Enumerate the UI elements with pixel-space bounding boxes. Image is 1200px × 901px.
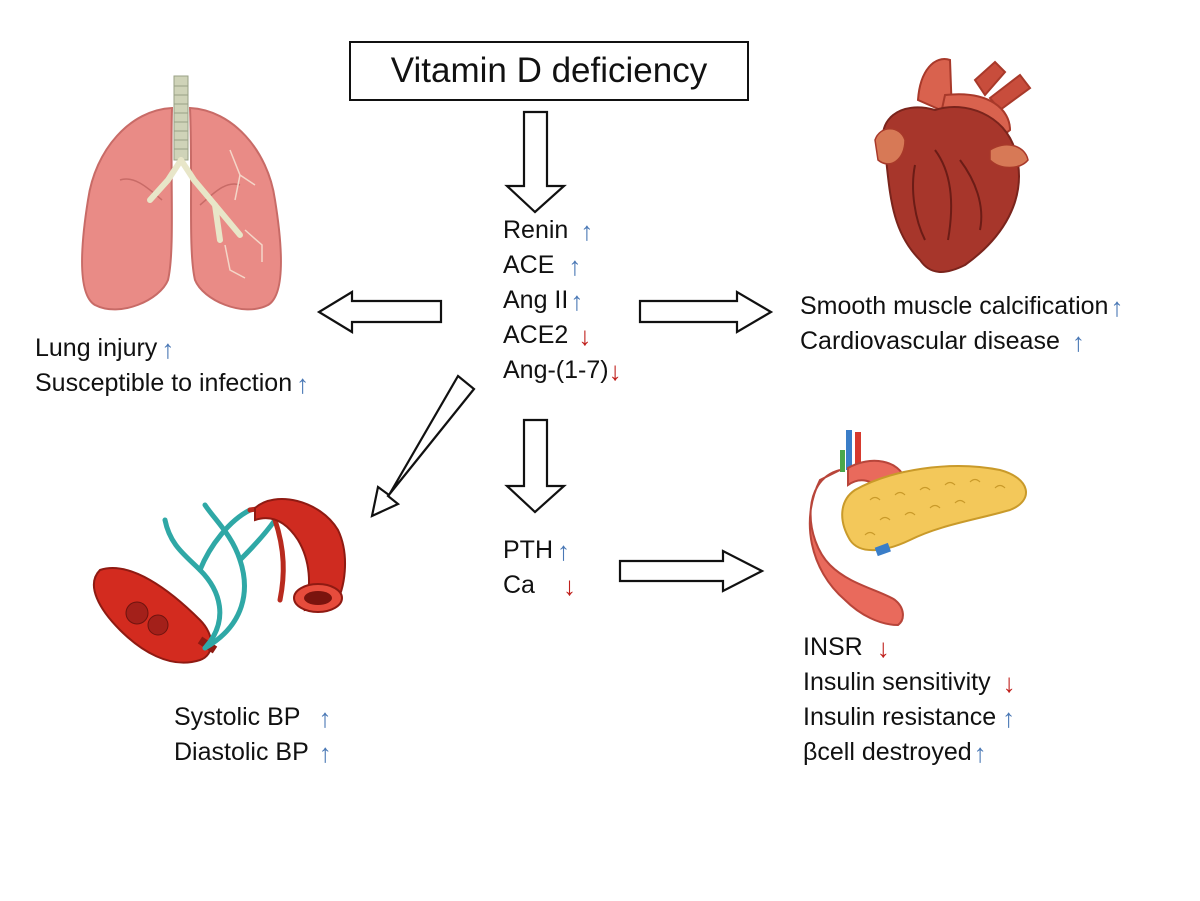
raas-item-renin: Renin↑ bbox=[503, 215, 594, 246]
lungs-illustration bbox=[81, 75, 282, 311]
arrow-raas-to-heart bbox=[638, 290, 774, 334]
arrow-pth-to-pancreas bbox=[618, 549, 765, 593]
down-arrow-icon: ↓ bbox=[876, 632, 890, 663]
up-arrow-icon: ↑ bbox=[570, 285, 584, 316]
raas-item-ace: ACE↑ bbox=[503, 250, 582, 281]
up-arrow-icon: ↑ bbox=[568, 250, 582, 281]
title-box: Vitamin D deficiency bbox=[349, 41, 749, 101]
raas-item-ang-ii: Ang II↑ bbox=[503, 285, 584, 316]
raas-item-ace2: ACE2↓ bbox=[503, 320, 592, 351]
flow-arrows bbox=[316, 110, 774, 593]
diagram-title: Vitamin D deficiency bbox=[390, 51, 708, 90]
up-arrow-icon: ↑ bbox=[557, 535, 570, 566]
heart-effect-item: Smooth muscle calcification↑ bbox=[800, 291, 1124, 322]
raas-item-ang-1-7: Ang-(1-7)↓ bbox=[503, 355, 622, 386]
arrow-raas-to-lungs bbox=[316, 290, 443, 334]
heart-illustration bbox=[874, 58, 1032, 273]
up-arrow-icon: ↑ bbox=[296, 368, 310, 399]
down-arrow-icon: ↓ bbox=[562, 570, 576, 601]
pancreas-effect-item: Insulin sensitivity↓ bbox=[803, 667, 1016, 698]
up-arrow-icon: ↑ bbox=[161, 333, 175, 364]
lung-effects: Lung injury↑ Susceptible to infection↑ bbox=[35, 331, 309, 401]
up-arrow-icon: ↑ bbox=[318, 702, 332, 733]
pth-item: PTH↑ bbox=[503, 535, 570, 566]
lung-effect-item: Lung injury↑ bbox=[35, 333, 175, 364]
pancreas-effect-item: βcell destroyed↑ bbox=[803, 737, 987, 768]
up-arrow-icon: ↑ bbox=[1071, 326, 1085, 357]
pth-ca-list: PTH↑ Ca↓ bbox=[503, 533, 576, 603]
blood-vessels-illustration bbox=[93, 498, 347, 664]
up-arrow-icon: ↑ bbox=[1110, 291, 1124, 322]
arrow-title-to-raas bbox=[504, 110, 567, 214]
pancreas-effect-item: INSR↓ bbox=[803, 632, 890, 663]
ca-item: Ca↓ bbox=[503, 570, 576, 601]
heart-effects: Smooth muscle calcification↑ Cardiovascu… bbox=[800, 289, 1123, 359]
lung-effect-item: Susceptible to infection↑ bbox=[35, 368, 310, 399]
raas-list: Renin↑ ACE↑ Ang II↑ ACE2↓ Ang-(1-7)↓ bbox=[503, 213, 622, 388]
heart-effect-item: Cardiovascular disease↑ bbox=[800, 326, 1085, 357]
bp-effect-item: Diastolic BP↑ bbox=[174, 737, 332, 768]
pancreas-effects: INSR↓ Insulin sensitivity↓ Insulin resis… bbox=[803, 630, 1016, 770]
down-arrow-icon: ↓ bbox=[578, 320, 592, 351]
up-arrow-icon: ↑ bbox=[580, 215, 594, 246]
bp-effect-item: Systolic BP↑ bbox=[174, 702, 332, 733]
up-arrow-icon: ↑ bbox=[973, 737, 987, 768]
down-arrow-icon: ↓ bbox=[608, 355, 622, 386]
pancreas-illustration bbox=[808, 430, 1027, 627]
bp-effects: Systolic BP↑ Diastolic BP↑ bbox=[174, 700, 332, 770]
up-arrow-icon: ↑ bbox=[1002, 702, 1016, 733]
arrow-raas-to-pth bbox=[504, 418, 567, 514]
down-arrow-icon: ↓ bbox=[1002, 667, 1016, 698]
up-arrow-icon: ↑ bbox=[318, 737, 332, 768]
arrow-raas-to-vessels bbox=[370, 374, 476, 518]
pancreas-effect-item: Insulin resistance↑ bbox=[803, 702, 1016, 733]
